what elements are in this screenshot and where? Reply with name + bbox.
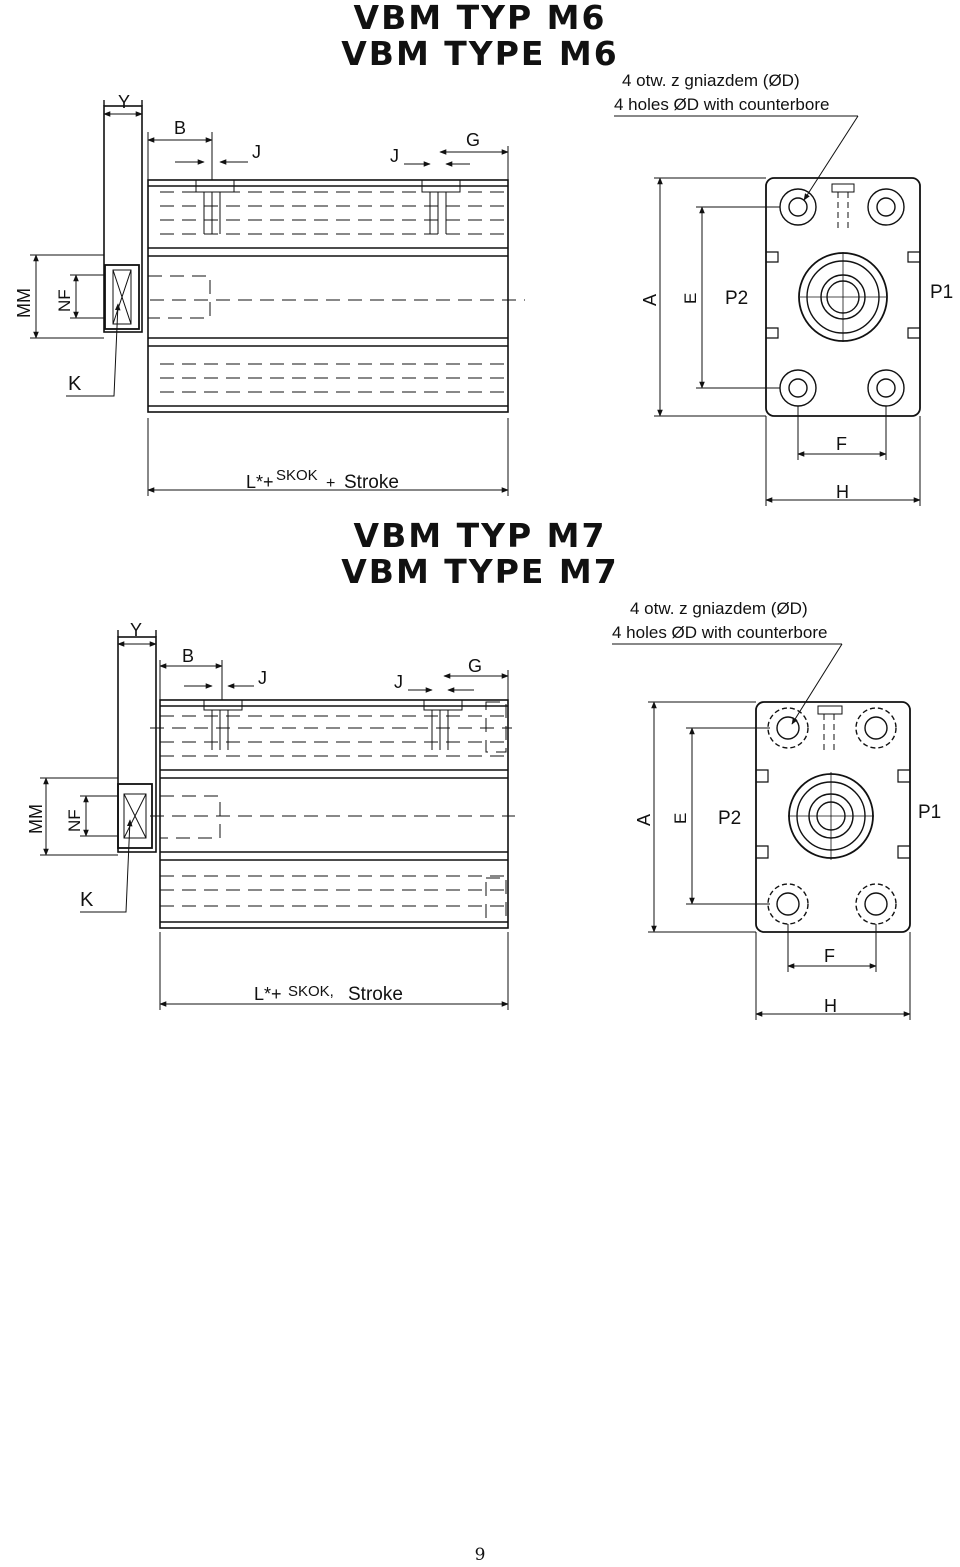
m6-label-g: G [466,130,480,150]
m6-note-en: 4 holes ØD with counterbore [614,95,829,114]
m7-title-block: VBM TYP M7 VBM TYPE M7 [0,516,960,592]
m7-label-g: G [468,656,482,676]
m7-label-mm: MM [26,804,46,834]
m6-labels: Y B J J G MM NF K L*+ SKOK + Stroke 4 ot… [14,71,953,502]
m6-label-j-right: J [390,146,399,166]
m7-label-b: B [182,646,194,666]
m7-label-l: L*+ [254,984,282,1004]
m7-title-pl: VBM TYP M7 [353,516,607,555]
m6-label-mm: MM [14,288,34,318]
m6-title-pl: VBM TYP M6 [353,0,607,37]
m7-label-a: A [634,814,654,826]
m7-label-nf: NF [65,809,84,832]
m6-drawing [30,100,921,506]
m7-label-f: F [824,946,835,966]
m6-label-b: B [174,118,186,138]
m7-drawing [40,630,911,1020]
m6-label-skok: SKOK [276,467,318,484]
m7-label-j-right: J [394,672,403,692]
m6-label-stroke: Stroke [344,472,399,493]
m6-label-nf: NF [55,289,74,312]
m7-note-pl: 4 otw. z gniazdem (ØD) [630,599,808,618]
m6-label-e: E [681,293,700,304]
m6-label-j-left: J [252,142,261,162]
m7-label-h: H [824,996,837,1016]
m6-title-en: VBM TYPE M6 [341,34,619,74]
m7-label-stroke: Stroke [348,984,403,1005]
m7-end-view [612,643,911,1020]
m6-label-p1: P1 [930,282,953,303]
m7-label-k: K [80,889,94,911]
m7-label-e: E [671,813,690,824]
m7-labels: Y B J J G MM NF K L*+ SKOK, Stroke 4 otw… [26,599,941,1016]
m6-end-view [614,115,921,506]
m7-note-en: 4 holes ØD with counterbore [612,623,827,642]
m7-title-en: VBM TYPE M7 [341,552,619,592]
m6-label-y: Y [118,92,130,112]
m7-label-j-left: J [258,668,267,688]
m7-label-skok: SKOK, [288,983,334,1000]
m6-label-h: H [836,482,849,502]
m6-title-block: VBM TYP M6 VBM TYPE M6 [0,0,960,73]
m6-label-plus: + [326,475,335,492]
m6-note-pl: 4 otw. z gniazdem (ØD) [622,71,800,90]
m7-label-p1: P1 [918,802,941,823]
m6-label-l: L*+ [246,472,274,492]
m7-label-p2: P2 [718,808,741,829]
m6-side-view [30,100,525,496]
page-number: 9 [474,1545,486,1565]
m7-label-y: Y [130,620,142,640]
m6-label-k: K [68,373,82,395]
m6-label-p2: P2 [725,288,748,309]
m7-side-view [40,630,515,1010]
m6-label-a: A [640,294,660,306]
m6-label-f: F [836,434,847,454]
